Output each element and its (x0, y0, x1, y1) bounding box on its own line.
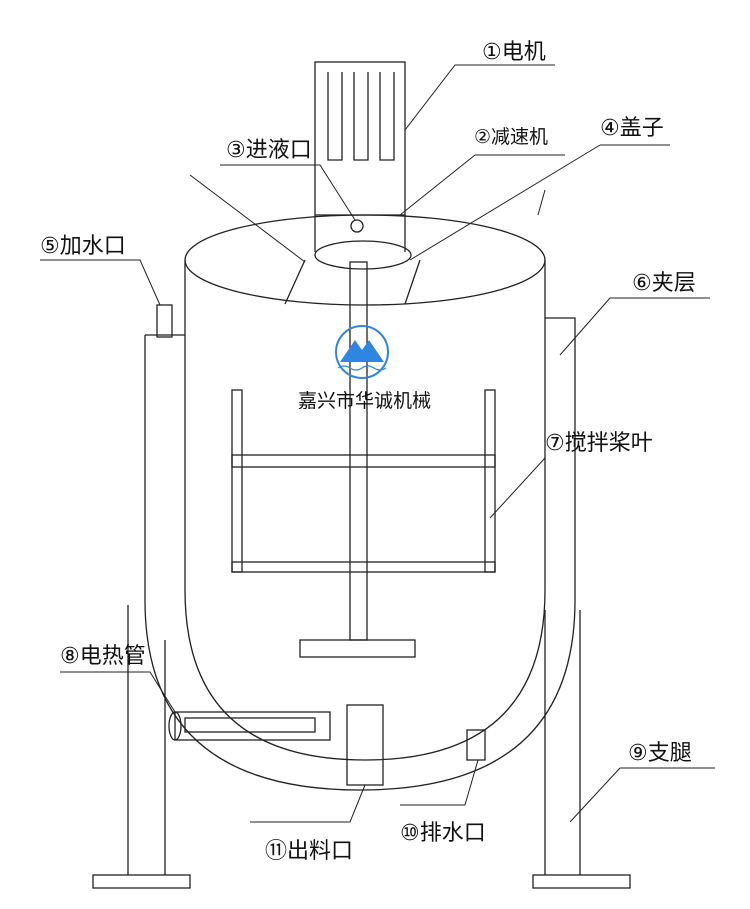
brand-name: 嘉兴市华诚机械 (298, 390, 432, 412)
heating-tube (168, 711, 331, 741)
label-reducer: ②减速机 (474, 126, 549, 148)
water-inlet-pipe (156, 304, 173, 338)
label-lid: ④盖子 (600, 116, 664, 141)
agitator (231, 261, 496, 658)
label-paddle: ⑦搅拌桨叶 (545, 431, 653, 456)
motor (314, 61, 406, 216)
brand-logo (335, 325, 389, 379)
label-inlet: ③进液口 (226, 138, 312, 163)
leader-lines (40, 64, 715, 823)
label-drain: ⑩排水口 (400, 821, 486, 846)
legs (92, 605, 631, 889)
jacket (144, 317, 576, 791)
tank-body (184, 214, 546, 761)
label-heater: ⑧电热管 (60, 644, 146, 669)
label-legs: ⑨支腿 (628, 741, 692, 766)
drain-pipe (466, 729, 486, 761)
label-jacket: ⑥夹层 (632, 271, 696, 296)
outlet-pipe (346, 704, 384, 786)
label-water-inlet: ⑤加水口 (40, 234, 126, 259)
label-outlet: ⑪出料口 (265, 839, 354, 864)
reducer (314, 215, 406, 252)
label-motor: ①电机 (482, 40, 546, 65)
